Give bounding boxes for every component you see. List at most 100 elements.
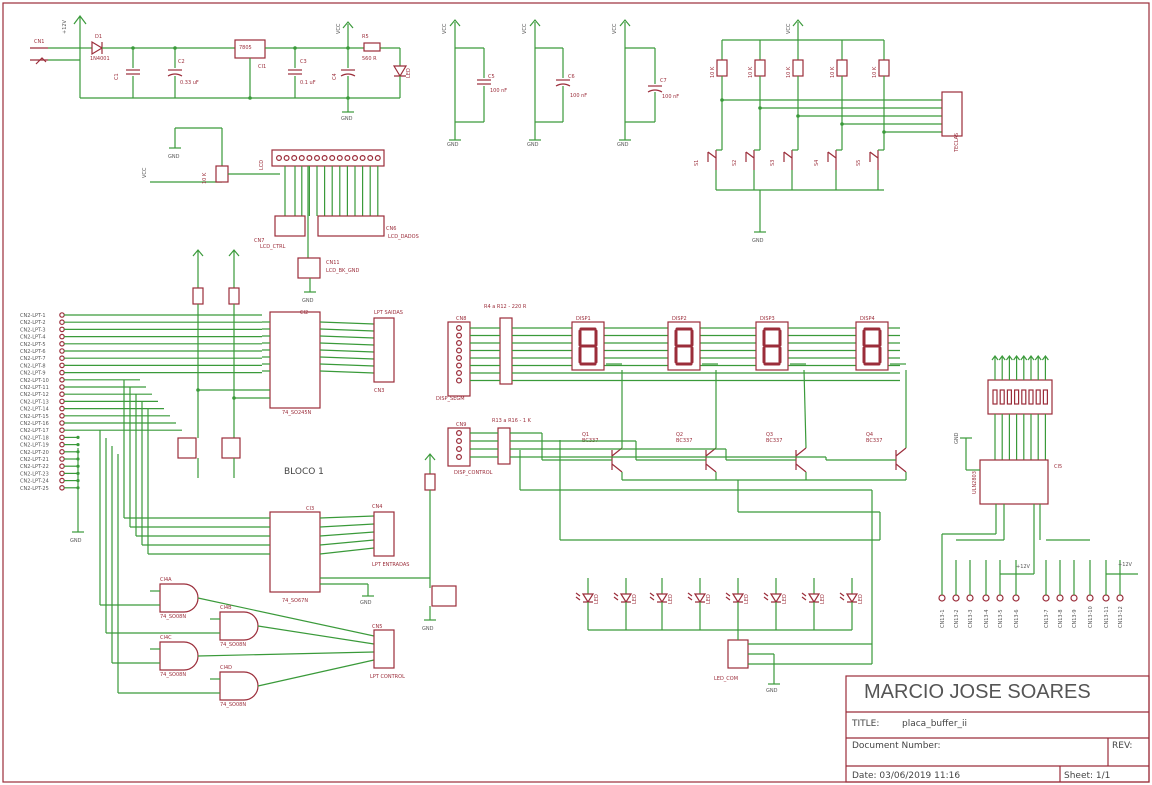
and-gate-label: CI4C [160, 635, 172, 641]
lcd-section: GND VCC 10 K LCD CN7 LCD_CTRL CN6 LCD_DA… [142, 127, 419, 304]
cn2-pin-label: CN2-LPT-2 [20, 320, 46, 326]
dip-vcc [1005, 355, 1013, 361]
gate-out-wire [197, 651, 375, 657]
led-symbol [769, 593, 783, 604]
display-segments [674, 327, 694, 366]
cn13-pin [952, 594, 960, 602]
vcc-label-c6: VCC [522, 23, 528, 34]
pullup-value: 10 K [830, 66, 836, 78]
cn13-pin [1116, 594, 1124, 602]
cn9-value: DISP_CONTROL [454, 470, 493, 476]
cn8-pin [456, 377, 463, 384]
display-label: DISP3 [760, 316, 775, 322]
gnd-label-ps: GND [341, 116, 353, 122]
cn2-pin [59, 434, 65, 441]
seven-seg-display [667, 321, 701, 371]
ci3-out-wire [319, 547, 375, 555]
cn13-pin-label: CN13-12 [1118, 606, 1124, 628]
cn13-pin-label: CN13-3 [968, 609, 974, 628]
junction [882, 130, 886, 134]
pushbutton [869, 150, 879, 170]
and-gate-label: CI4D [220, 665, 232, 671]
cn3-label: CN3 [374, 388, 384, 394]
transistor-body [611, 447, 623, 473]
transistor-label: Q1 [582, 432, 589, 438]
cn2-pin-label: CN2-LPT-8 [20, 363, 46, 369]
cn1-label: CN1 [34, 39, 44, 45]
cn13-pin [1012, 594, 1020, 602]
c6-label: C6 [568, 74, 575, 80]
cn13-pin [966, 594, 974, 602]
dip-slider [999, 389, 1005, 405]
gnd-label-ci3: GND [360, 600, 372, 606]
lcd-pin [344, 155, 351, 162]
cn2-pin [59, 348, 65, 354]
transistor-value: BC337 [676, 438, 692, 444]
cn13-pin-label: CN13-11 [1104, 606, 1110, 628]
cn2-pin [59, 412, 65, 419]
c4-label: C4 [332, 73, 338, 80]
ci2-out-wire [319, 363, 375, 367]
cn5-label: CN5 [372, 624, 382, 630]
plus12-label-1: +12V [1016, 564, 1031, 570]
cn13-pin-label: CN13-2 [954, 609, 960, 628]
cn2-pin-label: CN2-LPT-17 [20, 428, 49, 434]
cn2-pin [59, 391, 65, 398]
cn2-pin [59, 384, 65, 390]
cn2-pin-label: CN2-LPT-16 [20, 421, 49, 427]
led-label: LED [820, 594, 826, 604]
date-label: Date: 03/06/2019 11:16 [852, 771, 960, 781]
cn13-pin-label: CN13-7 [1044, 609, 1050, 628]
jp4-jumper [431, 585, 457, 607]
transistor-label: Q4 [866, 432, 873, 438]
cn8-pin [456, 370, 463, 377]
cn2-pin-label: CN2-LPT-3 [20, 327, 46, 333]
cn2-pin-label: CN2-LPT-7 [20, 356, 46, 362]
cn2-pin [59, 448, 65, 455]
ci1-label: CI1 [258, 64, 266, 70]
dip-slider [1021, 389, 1027, 405]
transistor-value: BC337 [766, 438, 782, 444]
lcd-pin [276, 155, 283, 162]
cn2-pin [59, 441, 65, 448]
gnd-label-lcd: GND [168, 154, 180, 160]
cn2-pin-label: CN2-LPT-11 [20, 385, 49, 391]
cn3-connector [373, 317, 395, 383]
lcd-pin [367, 155, 374, 162]
ci3-value: 74_SO67N [282, 598, 308, 604]
and-gate-value: 74_SO08N [220, 702, 246, 708]
vcc-label-c7: VCC [612, 23, 618, 34]
gate-out-wire [257, 659, 375, 687]
ci3-out-wire [319, 531, 375, 537]
ci2-out-wire [319, 335, 375, 339]
lcd-pin [283, 155, 290, 162]
dip-slider [1013, 389, 1020, 405]
cn11-connector [297, 257, 321, 279]
led-label: LED [668, 594, 674, 604]
transistor-label: Q3 [766, 432, 773, 438]
led-rays [649, 592, 655, 601]
power-supply-section: CN1 +12V D1 1N4001 C1 C2 0.33 uF 7805 CI… [30, 15, 412, 122]
dip-slider [992, 389, 998, 405]
d1-value: 1N4001 [90, 56, 110, 62]
cn5-connector [373, 629, 395, 669]
dip-vcc [1041, 355, 1049, 361]
cn7-value: LCD_CTRL [260, 244, 286, 250]
cn13-pin [1056, 594, 1064, 602]
cn8-pin [456, 340, 463, 347]
ci3-out-wire [319, 515, 375, 519]
cn2-pin-label: CN2-LPT-20 [20, 450, 49, 456]
cn11-value: LCD_BK_GND [326, 268, 359, 274]
cn2-pin [59, 340, 65, 347]
and-gate-label: CI4A [160, 577, 172, 583]
junction [758, 106, 762, 110]
switch-label: S5 [856, 160, 862, 166]
vcc-label-p1: VCC [142, 167, 148, 178]
cn2-pin [59, 420, 65, 426]
sheet-label: Sheet: 1/1 [1064, 771, 1110, 781]
cn2-pin [59, 319, 65, 326]
